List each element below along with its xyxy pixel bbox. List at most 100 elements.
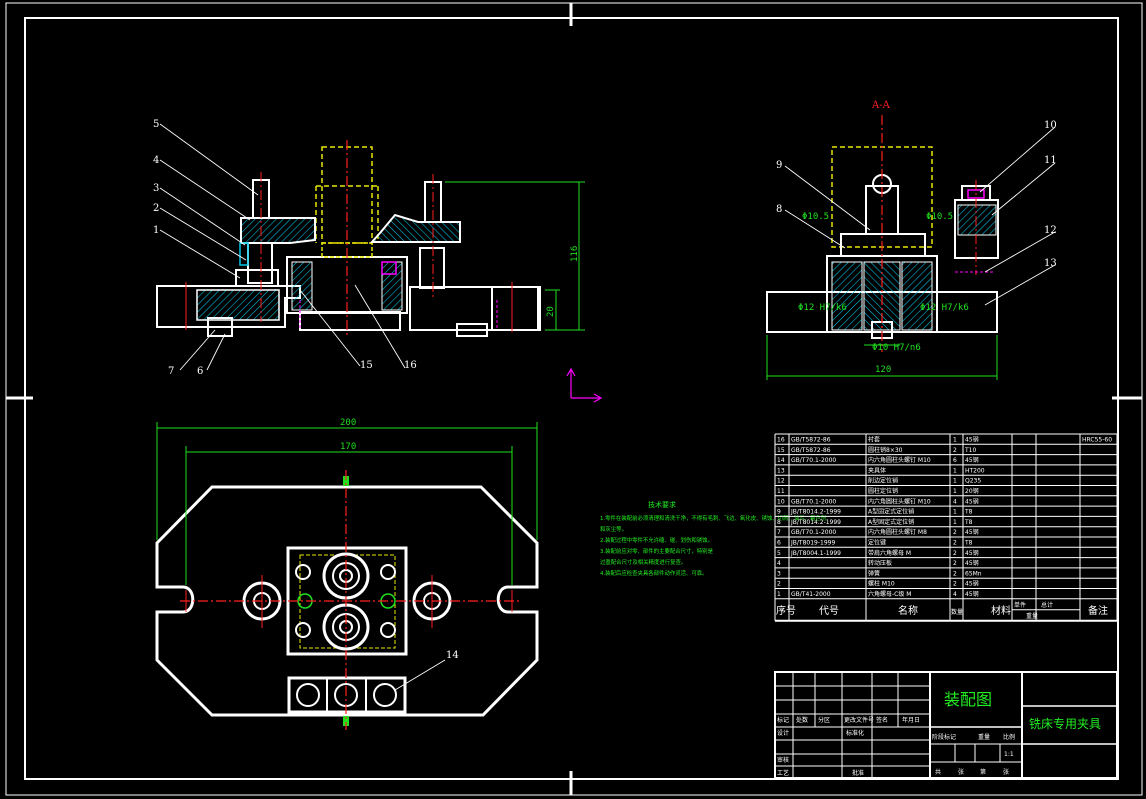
bom-row-name: 带肩六角螺母 M — [868, 549, 911, 557]
bom-header-total: 总计 — [1041, 601, 1053, 609]
tb-standardize: 标准化 — [846, 729, 864, 737]
bom-row-name: 内六角圆柱头螺钉 M8 — [868, 528, 927, 536]
bom-row-code: JB/T8004.1-1999 — [790, 550, 841, 557]
bom-row-name: A型固定式定位销 — [868, 518, 914, 526]
bom-row-remark: HRC55-60 — [1082, 437, 1112, 444]
bom-row-code: GB/T41-2000 — [791, 591, 831, 598]
bom-row-no: 6 — [777, 540, 781, 547]
bom-row-no: 9 — [777, 509, 781, 516]
part-label-1: 1 — [153, 225, 159, 236]
bom-row-code: GB/T70.1-2000 — [791, 529, 836, 536]
top-dim-200: 200 — [340, 418, 356, 428]
part-label-7: 7 — [168, 366, 174, 377]
bom-row-material: 45钢 — [965, 580, 979, 588]
tb-page-unit: 张 — [1003, 768, 1009, 776]
bom-row-no: 3 — [777, 570, 781, 577]
technical-notes: 技术要求 1.零件在装配前必须清理和清洗干净，不得有毛刺、飞边、氧化皮、锈蚀、切… — [600, 500, 826, 577]
part-label-10: 10 — [1044, 120, 1057, 131]
top-view: 200 170 14 — [155, 418, 539, 730]
notes-line-1: 1.零件在装配前必须清理和清洗干净，不得有毛刺、飞边、氧化皮、锈蚀、切屑、油污、… — [600, 514, 826, 522]
bom-row-name: 螺柱 M10 — [868, 580, 895, 588]
bom-row-code: GB/T70.1-2000 — [791, 457, 836, 464]
product-name: 铣床专用夹具 — [1029, 716, 1101, 731]
scale-value: 1:1 — [1004, 751, 1014, 758]
bom-row-no: 16 — [777, 437, 785, 444]
bom-row-no: 8 — [777, 519, 781, 526]
part-label-14: 14 — [446, 650, 459, 661]
bom-row-material: T8 — [964, 519, 973, 526]
bom-row-qty: 1 — [953, 467, 957, 474]
bom-row-code: GB/T5872-86 — [791, 447, 831, 454]
bom-row-qty: 1 — [953, 437, 957, 444]
bom-row-no: 12 — [777, 478, 785, 485]
bom-row-material: 20钢 — [965, 487, 979, 495]
bom-row-name: 定位键 — [868, 539, 886, 547]
tb-sheet-unit: 张 — [958, 768, 964, 776]
bom-row-name: 衬套 — [868, 436, 880, 444]
bom-row-material: 45钢 — [965, 497, 979, 505]
bom-row-qty: 2 — [953, 570, 957, 577]
side-dim-phi10-5-right: Φ10.5 — [926, 212, 953, 222]
notes-line-3: 2.装配过程中零件不允许磕、碰、划伤和锈蚀。 — [600, 536, 713, 544]
bom-header-remark: 备注 — [1088, 604, 1108, 617]
tb-design: 设计 — [777, 729, 789, 737]
part-label-13: 13 — [1044, 258, 1057, 269]
side-dim-phi10-n6: Φ10 H7/n6 — [872, 343, 921, 353]
part-label-16: 16 — [404, 360, 417, 371]
tb-zone: 分区 — [818, 716, 830, 724]
bom-header-qty: 数量 — [951, 608, 963, 616]
bom-row-qty: 1 — [953, 478, 957, 485]
bom-row-qty: 2 — [953, 581, 957, 588]
notes-line-4: 3.装配前应对零、部件的主要配合尺寸，特别是 — [600, 547, 714, 555]
bom-row-material: 45钢 — [965, 436, 979, 444]
tb-process: 工艺 — [777, 769, 789, 777]
bom-row-name: 内六角圆柱头螺钉 M10 — [868, 456, 931, 464]
notes-line-6: 4.装配后应检查夹具各部件动作灵活、可靠。 — [600, 569, 708, 577]
bom-row-name: 内六角圆柱头螺钉 M10 — [868, 497, 931, 505]
bom-row-no: 11 — [777, 488, 785, 495]
bom-row-qty: 2 — [953, 540, 957, 547]
notes-line-5: 过盈配合尺寸及相关精度进行复查。 — [600, 558, 686, 566]
bom-row-no: 5 — [777, 550, 781, 557]
side-dim-phi12-right: Φ12 H7/k6 — [920, 303, 969, 313]
tb-scale: 比例 — [1003, 733, 1015, 741]
front-view: 116 20 5 4 3 2 1 7 6 15 16 — [153, 119, 585, 377]
part-label-11: 11 — [1044, 155, 1057, 166]
part-label-4: 4 — [153, 155, 159, 166]
tb-check: 审核 — [777, 756, 789, 764]
notes-title: 技术要求 — [648, 500, 676, 509]
bom-row-qty: 2 — [953, 550, 957, 557]
part-label-8: 8 — [776, 204, 782, 215]
bom-row-name: 夹具体 — [868, 466, 886, 474]
bom-row-no: 2 — [777, 581, 781, 588]
bom-row-no: 10 — [777, 498, 785, 505]
bom-row-material: T10 — [964, 447, 976, 454]
tb-mark: 标记 — [777, 716, 789, 724]
bom-row-qty: 1 — [953, 519, 957, 526]
part-label-15: 15 — [360, 360, 373, 371]
tb-doc-no: 更改文件号 — [844, 716, 874, 724]
bom-row-qty: 2 — [953, 447, 957, 454]
bom-row-material: 45钢 — [965, 456, 979, 464]
bom-row-code: GB/T5872-86 — [791, 437, 831, 444]
tb-stage: 阶段标记 — [932, 733, 956, 741]
bom-row-qty: 6 — [953, 457, 957, 464]
bom-header-no: 序号 — [776, 604, 796, 617]
part-label-2: 2 — [153, 203, 159, 214]
bom-row-no: 1 — [777, 591, 781, 598]
title-block — [774, 671, 1118, 779]
bom-row-qty: 2 — [953, 560, 957, 567]
bom-row-qty: 2 — [953, 529, 957, 536]
front-dim-20: 20 — [546, 306, 556, 317]
bom-header-single: 单件 — [1014, 601, 1026, 609]
bom-header-code: 代号 — [819, 605, 839, 617]
bom-row-name: 弹簧 — [868, 569, 880, 577]
bom-row-name: 圆柱定位销 — [868, 487, 898, 495]
side-dim-120: 120 — [875, 365, 891, 375]
bom-row-name: 圆柱销8×30 — [868, 446, 903, 454]
ucs-icon — [566, 367, 603, 403]
tb-count: 处数 — [796, 716, 808, 724]
part-label-12: 12 — [1044, 225, 1057, 236]
